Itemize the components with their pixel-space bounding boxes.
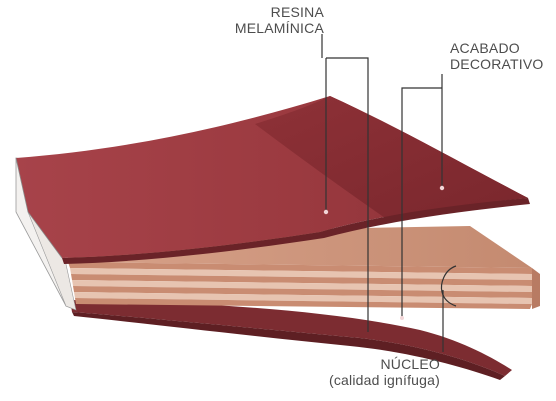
- finish-label-line1: ACABADO: [450, 40, 544, 56]
- finish-point: [440, 186, 444, 190]
- finish-label-line2: DECORATIVO: [450, 56, 544, 72]
- resin-label-line1: RESINA: [228, 4, 324, 20]
- resin-label-line2: MELAMÍNICA: [228, 20, 324, 36]
- core-label-line2: (calidad ignífuga): [308, 372, 440, 388]
- finish-label: ACABADO DECORATIVO: [450, 40, 544, 72]
- resin-point: [324, 210, 328, 214]
- core-label-line1: NÚCLEO: [308, 356, 440, 372]
- resin-label: RESINA MELAMÍNICA: [228, 4, 324, 36]
- core-right-face: [532, 268, 540, 309]
- core-label: NÚCLEO (calidad ignífuga): [308, 356, 440, 388]
- finish-point-bottom: [400, 316, 404, 320]
- core-layers: [68, 262, 532, 309]
